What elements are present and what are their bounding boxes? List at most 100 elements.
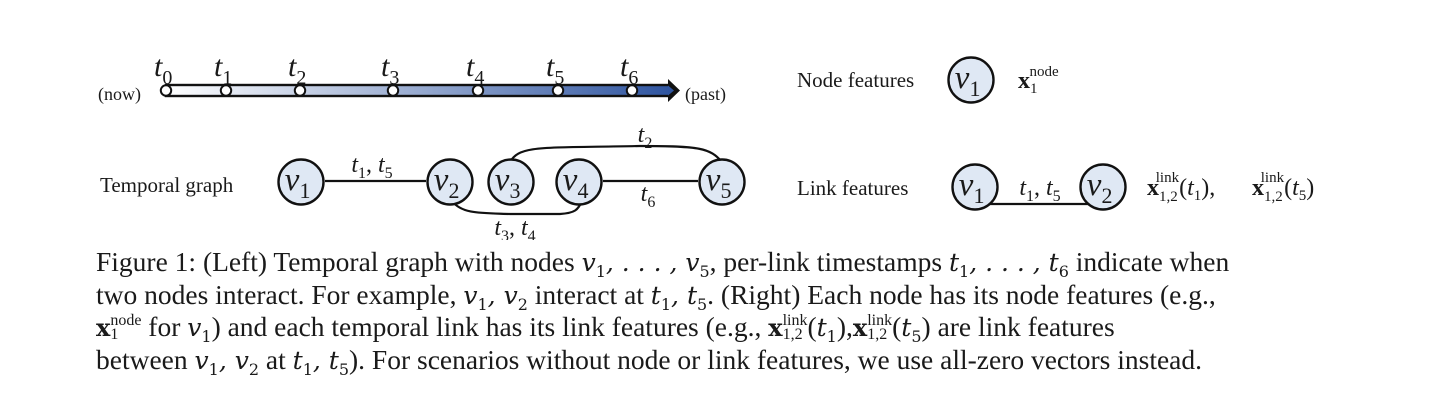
math-t1: t1: [650, 280, 672, 314]
node-features-legend: Node features v1 x1node: [797, 56, 1059, 104]
math-v1: v1: [463, 280, 488, 314]
node-v1: v1: [277, 158, 325, 206]
timeline-tick-2: [293, 84, 307, 97]
caption-text: between: [96, 343, 195, 375]
caption-line-4: between v1, v2 at t1, t5). For scenarios…: [96, 343, 1358, 379]
node-v5: v5: [698, 158, 746, 206]
node-label: v1: [285, 162, 311, 203]
caption-line-1: Figure 1: (Left) Temporal graph with nod…: [96, 246, 1358, 281]
math-t6: t6: [1048, 248, 1069, 281]
node-features-node-v1: v1: [947, 56, 995, 104]
timeline-tick-label-0: t0: [154, 50, 172, 89]
node-v2: v2: [426, 158, 474, 206]
math-t1: t1: [816, 313, 837, 346]
link-features-node-v2: v2: [1079, 163, 1127, 211]
timeline-tick-label-1: t1: [214, 50, 232, 89]
caption-text: , per-link timestamps: [709, 246, 949, 277]
timeline-tick-label-5: t5: [546, 50, 564, 89]
math-comma: ,: [671, 280, 687, 310]
edge-v3-v5: [509, 144, 723, 163]
math-comma: ,: [312, 345, 329, 375]
math-v5: v5: [685, 248, 710, 281]
temporal-graph-label: Temporal graph: [100, 173, 234, 197]
edge-label-v1-v2: t1, t5: [351, 152, 392, 182]
node-circle: [947, 56, 995, 104]
timeline-tick-label-3: t3: [381, 50, 399, 89]
timeline-now-label: (now): [98, 84, 141, 105]
node-circle: [487, 158, 535, 206]
caption-text: indicate when: [1068, 246, 1230, 277]
link-features-label: Link features: [797, 176, 908, 200]
node-label: v2: [1087, 167, 1113, 208]
math-t1: t1: [292, 345, 313, 379]
math-v1: v1: [581, 248, 606, 281]
caption-text: at: [259, 343, 293, 375]
timeline-tick-label-4: t4: [466, 50, 484, 89]
math-v2: v2: [234, 345, 260, 379]
node-circle: [698, 158, 746, 206]
caption-text: two nodes interact. For example,: [96, 278, 464, 310]
math-v1: v1: [194, 345, 219, 379]
caption-text: are link features: [930, 311, 1115, 342]
node-label: v1: [955, 60, 981, 101]
edge-label-v2-v4: t3, t4: [494, 215, 535, 240]
math-v1: v1: [187, 313, 212, 346]
timeline-bar: [164, 83, 672, 98]
math-comma: ,: [218, 345, 235, 375]
node-features-label: Node features: [797, 68, 914, 92]
math-x-bold: x: [768, 313, 783, 342]
caption-text: Figure 1: (Left) Temporal graph with nod…: [96, 246, 582, 277]
node-circle: [277, 158, 325, 206]
node-label: v5: [706, 162, 732, 203]
caption-text: for: [141, 311, 188, 342]
temporal-graph: Temporal graph v1 v2 v3 v4 v5 t1, t5 t2 t3, t4…: [100, 122, 746, 240]
math-x-bold: x: [96, 313, 111, 342]
timeline-tick-5: [551, 84, 565, 97]
node-feature-symbol: x1node: [1018, 64, 1059, 97]
node-label: v1: [959, 167, 985, 208]
node-label: v2: [434, 162, 460, 203]
timeline-tick-6: [625, 84, 639, 97]
timeline-tick-label-6: t6: [620, 50, 638, 89]
caption-text: ). For scenarios without node or link fe…: [349, 343, 1203, 375]
caption-line-2: two nodes interact. For example, v1, v2 …: [96, 278, 1358, 314]
link-features-edge-label: t1, t5: [1019, 175, 1060, 205]
figure-caption: Figure 1: (Left) Temporal graph with nod…: [96, 246, 1358, 379]
caption-text: . (Right) Each node has its node feature…: [707, 278, 1216, 310]
caption-text: interact at: [527, 278, 651, 310]
figure-1: (now) (past) t0 t1 t2 t3 t4 t5 t6 Temporal gra…: [98, 50, 1314, 240]
node-circle: [1079, 163, 1127, 211]
node-v3: v3: [487, 158, 535, 206]
node-label: v3: [495, 162, 521, 203]
node-label: v4: [563, 162, 589, 203]
timeline-tick-0: [159, 84, 173, 97]
paren: (: [892, 311, 902, 342]
math-dots: , . . . ,: [969, 248, 1049, 277]
link-features-node-v1: v1: [951, 163, 999, 211]
edge-label-v4-v5: t6: [641, 181, 656, 211]
paren: ),: [836, 311, 853, 342]
node-circle: [951, 163, 999, 211]
link-feature-expr-t1: x1,2link(t1),: [1147, 170, 1215, 205]
math-t5: t5: [328, 345, 350, 379]
timeline-tick-4: [471, 84, 485, 97]
math-t1: t1: [948, 248, 970, 281]
node-circle: [426, 158, 474, 206]
math-t5: t5: [686, 280, 708, 314]
timeline-past-label: (past): [685, 84, 726, 105]
node-circle: [555, 158, 603, 206]
math-comma: ,: [487, 280, 504, 310]
math-v2: v2: [503, 280, 528, 314]
caption-text: ) and each temporal link has its link fe…: [211, 311, 769, 342]
math-t5: t5: [901, 313, 922, 346]
arrowhead-fill: [668, 85, 674, 96]
edge-label-v3-v5: t2: [638, 122, 653, 152]
math-dots: , . . . ,: [605, 248, 686, 277]
math-x-bold: x: [852, 313, 868, 342]
